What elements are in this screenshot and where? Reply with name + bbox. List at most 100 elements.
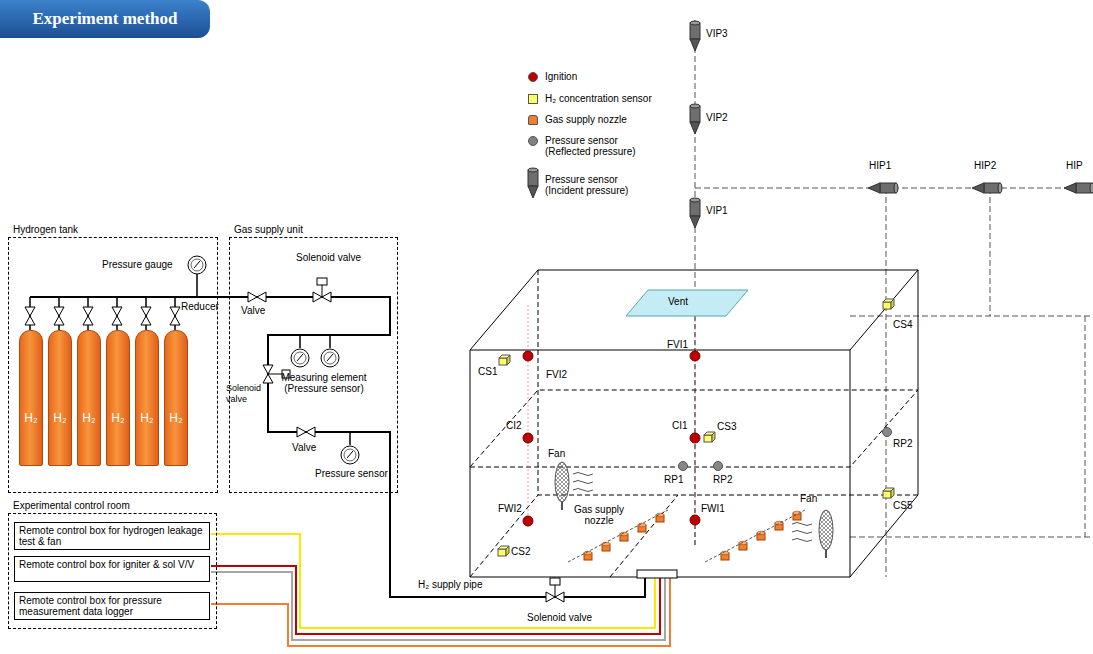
node-text: Remote control box for pressure measurem…	[19, 595, 205, 617]
label: FWI2	[498, 503, 522, 514]
control-box: Remote control box for hydrogen leakage …	[14, 522, 210, 550]
pressure-sensors	[690, 104, 700, 134]
label: RP2	[893, 438, 912, 449]
legend-swatch	[528, 72, 538, 82]
chamber-instruments	[499, 355, 510, 365]
title-text: Experiment method	[33, 9, 178, 29]
chamber-instruments	[523, 516, 533, 526]
chamber-instruments	[573, 473, 593, 492]
chamber-instruments	[690, 351, 700, 361]
test-chamber	[470, 270, 918, 578]
label: CS1	[478, 366, 497, 377]
label: Solenoid valve	[226, 383, 266, 405]
control-wires	[211, 566, 660, 634]
pressure-sensors	[868, 183, 898, 193]
node-text: Remote control box for igniter & sol V/V	[19, 559, 205, 570]
label: FVI1	[667, 339, 688, 350]
legend-text: Ignition	[545, 71, 655, 82]
label: RP2	[713, 474, 732, 485]
gas-supply-valves	[261, 360, 275, 361]
legend-swatch	[528, 136, 538, 146]
control-wires	[211, 572, 665, 640]
gas-supply-piping	[229, 297, 645, 597]
group-heading: Hydrogen tank	[13, 224, 78, 235]
label: Fan	[548, 448, 565, 459]
label: Valve	[292, 442, 316, 453]
pressure-sensors	[690, 198, 700, 228]
node-text: H₂	[24, 411, 37, 425]
node-text: H₂	[53, 411, 66, 425]
label: Reducer	[181, 301, 219, 312]
label: CI1	[672, 420, 688, 431]
gas-supply-valves	[268, 374, 282, 375]
hydrogen-cylinder-piping	[196, 274, 198, 297]
group-box: Experimental control roomRemote control …	[8, 513, 217, 629]
chamber-instruments	[602, 542, 610, 551]
hydrogen-cylinder-piping	[30, 296, 218, 298]
test-chamber	[470, 270, 918, 577]
cylinder-valves	[170, 307, 180, 325]
legend-text: H₂ concentration sensor	[545, 93, 655, 104]
pressure-lines	[695, 20, 696, 290]
chamber-instruments	[620, 532, 628, 541]
label: VIP2	[706, 112, 728, 123]
legend-swatch	[528, 115, 538, 125]
cylinder-valves	[141, 307, 151, 325]
label: HIP2	[974, 160, 996, 171]
chamber-instruments	[883, 428, 892, 437]
cylinder-valves	[25, 307, 35, 325]
chamber-instruments	[714, 462, 723, 471]
gas-cylinder: H₂	[106, 330, 130, 466]
cylinder-valves	[112, 307, 122, 325]
node-text: H₂	[82, 411, 95, 425]
cylinder-valves	[25, 256, 206, 325]
pressure-lines	[850, 316, 1093, 537]
chamber-instruments	[498, 546, 509, 556]
node-text: H₂	[169, 411, 182, 425]
pressure-sensors	[972, 183, 1002, 193]
label: VIP1	[706, 205, 728, 216]
pressure-sensors	[528, 168, 538, 198]
gas-supply-valves	[321, 349, 339, 367]
label: CI2	[506, 420, 522, 431]
chamber-instruments	[819, 510, 833, 558]
pressure-lines	[886, 188, 990, 577]
test-chamber	[637, 570, 677, 578]
gas-cylinder: H₂	[135, 330, 159, 466]
chamber-instruments	[883, 299, 894, 309]
label: Solenoid valve	[527, 612, 592, 623]
gas-supply-valves	[263, 365, 273, 383]
label: Pressure sensor	[315, 468, 388, 479]
chamber-instruments	[656, 513, 664, 522]
label: Measuring element (Pressure sensor)	[276, 372, 372, 394]
chamber-instruments	[498, 299, 894, 562]
pressure-sensors	[690, 21, 700, 51]
label: Valve	[241, 305, 265, 316]
group-heading: Experimental control room	[13, 500, 130, 511]
gas-supply-valves	[248, 292, 266, 302]
gas-cylinder: H₂	[19, 330, 43, 466]
hydrogen-cylinder-piping	[30, 274, 218, 330]
pipe-connector	[218, 296, 229, 298]
legend-swatch	[528, 94, 538, 104]
group-box: Hydrogen tankH₂H₂H₂H₂H₂H₂	[8, 237, 218, 493]
title-banner: Experiment method	[0, 0, 210, 38]
label: CS2	[511, 546, 530, 557]
label: HIP1	[869, 160, 891, 171]
gas-supply-valves	[297, 427, 315, 437]
chamber-instruments	[757, 531, 765, 540]
gas-cylinder: H₂	[77, 330, 101, 466]
chamber-instruments	[690, 433, 700, 443]
legend-text: Pressure sensor (Reflected pressure)	[545, 135, 655, 157]
legend-text: Gas supply nozzle	[545, 114, 655, 125]
chamber-instruments	[584, 551, 592, 560]
gas-supply-valves	[248, 278, 564, 602]
hydrogen-cylinder-piping	[30, 297, 175, 330]
gas-supply-piping	[229, 297, 645, 597]
label: FVI2	[546, 369, 567, 380]
label: Fan	[800, 493, 817, 504]
label: Solenoid valve	[296, 252, 361, 263]
chamber-instruments	[523, 351, 533, 361]
chamber-instruments	[679, 462, 688, 471]
test-chamber	[470, 390, 918, 467]
